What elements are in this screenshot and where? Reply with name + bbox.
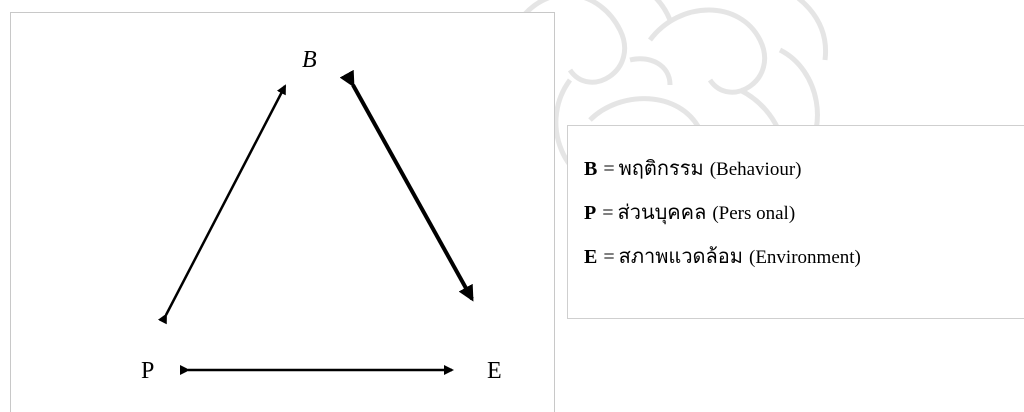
triangle-diagram: B P E: [141, 47, 502, 384]
node-b-label: B: [302, 47, 317, 73]
legend-key: E: [584, 246, 598, 268]
arrow-b-e: [339, 69, 474, 302]
node-e-label: E: [487, 358, 502, 384]
legend-thai-term: ส่วนบุคคล: [617, 200, 707, 224]
legend-item-environment: E = สภาพแวดล้อม (Environment): [584, 240, 861, 284]
legend-equals: =: [603, 246, 615, 268]
legend-thai-term: พฤติกรรม: [618, 156, 704, 180]
legend-item-personal: P = ส่วนบุคคล (Pers onal): [584, 196, 861, 240]
legend-equals: =: [603, 158, 615, 180]
legend-key: B: [584, 158, 598, 180]
legend-item-behaviour: B = พฤติกรรม (Behaviour): [584, 152, 861, 196]
node-p-label: P: [141, 358, 154, 384]
legend-key: P: [584, 202, 597, 224]
legend-box: B = พฤติกรรม (Behaviour) P = ส่วนบุคคล (…: [567, 125, 1024, 319]
legend-list: B = พฤติกรรม (Behaviour) P = ส่วนบุคคล (…: [584, 152, 861, 284]
legend-english-term: (Behaviour): [709, 159, 802, 180]
legend-thai-term: สภาพแวดล้อม: [618, 244, 743, 268]
legend-english-term: (Environment): [749, 247, 861, 268]
legend-equals: =: [602, 202, 614, 224]
arrow-p-b: [157, 84, 287, 325]
legend-english-term: (Pers onal): [712, 203, 796, 224]
